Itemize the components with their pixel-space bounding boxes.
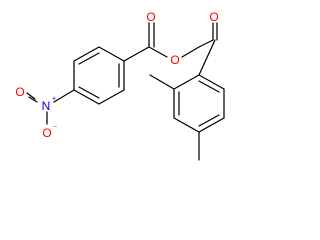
- oxygen-charge-label: −: [53, 124, 57, 131]
- nitrogen-charge-label: +: [52, 96, 56, 103]
- ketone-oxygen-label: O: [209, 10, 218, 24]
- ester-group: [123, 22, 200, 62]
- nitro-nitrogen-label: N: [42, 99, 51, 113]
- molecule-structure: O O O N + O O −: [15, 10, 225, 161]
- dimethylphenyl-ring: [173, 74, 225, 133]
- nitro-group-bonds: [26, 89, 75, 125]
- methyl-groups: [149, 74, 200, 161]
- nitro-oxygen-double-label: O: [15, 85, 24, 99]
- nitro-oxygen-single-label: O: [42, 126, 51, 140]
- carbonyl-oxygen-label: O: [146, 10, 155, 24]
- nitrophenyl-ring: [73, 46, 125, 105]
- ester-oxygen-label: O: [170, 53, 179, 67]
- ketone-group: [198, 22, 218, 76]
